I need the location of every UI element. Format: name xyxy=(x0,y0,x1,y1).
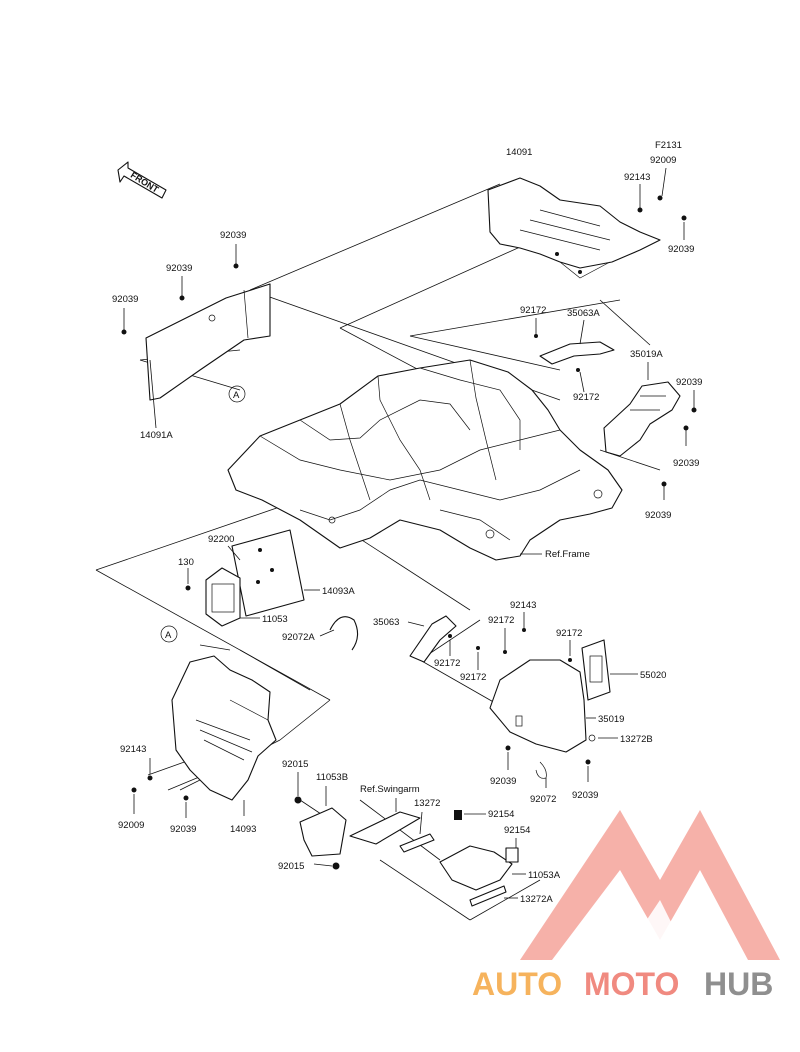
bracket-11053a xyxy=(439,845,519,891)
cover-14091a xyxy=(145,283,271,401)
label-92015-a: 92015 xyxy=(282,759,308,770)
label-130: 130 xyxy=(178,557,194,568)
bracket-11053b xyxy=(299,807,347,857)
label-92154-a: 92154 xyxy=(488,809,514,820)
front-arrow-icon: FRONT xyxy=(117,161,167,199)
band-92072a xyxy=(329,616,359,651)
label-11053b: 11053B xyxy=(316,772,348,783)
callout-a-lower: A xyxy=(160,625,178,643)
label-35063a: 35063A xyxy=(567,308,600,319)
callout-a-upper: A xyxy=(228,385,246,403)
part-labels: F2131 92009 92143 14091 92039 92039 9203… xyxy=(112,140,702,905)
label-92200: 92200 xyxy=(208,534,234,545)
bracket-35063 xyxy=(409,615,457,663)
label-92172-a: 92172 xyxy=(520,305,546,316)
label-92172-c: 92172 xyxy=(488,615,514,626)
label-35019: 35019 xyxy=(598,714,624,725)
label-92039-b1: 92039 xyxy=(490,776,516,787)
guard-35019 xyxy=(489,659,587,753)
bracket-11053 xyxy=(205,567,241,627)
label-92172-e: 92172 xyxy=(434,658,460,669)
swingarm-ref xyxy=(349,811,421,845)
label-92072: 92072 xyxy=(530,794,556,805)
label-92039-r2: 92039 xyxy=(676,377,702,388)
callout-a-upper-text: A xyxy=(233,390,240,401)
label-14091: 14091 xyxy=(506,147,532,158)
watermark-logo: AUTO MOTO HUB xyxy=(472,810,780,1002)
label-14093: 14093 xyxy=(230,824,256,835)
cover-14093 xyxy=(171,655,277,801)
label-92072a: 92072A xyxy=(282,632,315,643)
label-92039-l3: 92039 xyxy=(112,294,138,305)
label-55020: 55020 xyxy=(640,670,666,681)
label-92039-r4: 92039 xyxy=(645,510,671,521)
label-92039-b2: 92039 xyxy=(170,824,196,835)
leader-lines xyxy=(123,167,695,899)
label-13272b: 13272B xyxy=(620,734,653,745)
label-ref-frame: Ref.Frame xyxy=(545,549,590,560)
label-92039-b3: 92039 xyxy=(572,790,598,801)
label-35019a: 35019A xyxy=(630,349,663,360)
label-ref-swingarm: Ref.Swingarm xyxy=(360,784,420,795)
label-92143-m: 92143 xyxy=(510,600,536,611)
watermark-hub: HUB xyxy=(704,966,773,1002)
label-92015-b: 92015 xyxy=(278,861,304,872)
label-92143-l: 92143 xyxy=(120,744,146,755)
watermark-moto: MOTO xyxy=(584,966,679,1002)
label-f2131: F2131 xyxy=(655,140,682,151)
label-92039-l1: 92039 xyxy=(220,230,246,241)
label-11053a: 11053A xyxy=(528,870,561,881)
cover-14091 xyxy=(487,177,661,279)
bracket-55020 xyxy=(581,639,611,701)
label-92009-top: 92009 xyxy=(650,155,676,166)
bracket-35063a xyxy=(539,341,615,365)
label-92009-l: 92009 xyxy=(118,820,144,831)
main-frame xyxy=(227,359,623,561)
label-14091a: 14091A xyxy=(140,430,173,441)
watermark-auto: AUTO xyxy=(472,966,562,1002)
rod-13272 xyxy=(399,833,507,907)
label-92172-f: 92172 xyxy=(460,672,486,683)
bolt-92154 xyxy=(454,810,462,820)
callout-a-lower-text: A xyxy=(165,630,172,641)
label-92143-top: 92143 xyxy=(624,172,650,183)
label-92039-r1: 92039 xyxy=(668,244,694,255)
plate-14093a xyxy=(231,529,305,617)
label-92039-l2: 92039 xyxy=(166,263,192,274)
label-92039-r3: 92039 xyxy=(673,458,699,469)
label-92172-d: 92172 xyxy=(556,628,582,639)
guard-35019a xyxy=(603,381,681,457)
label-92172-b: 92172 xyxy=(573,392,599,403)
label-92154-b: 92154 xyxy=(504,825,530,836)
label-11053: 11053 xyxy=(262,614,288,625)
label-14093a: 14093A xyxy=(322,586,355,597)
label-13272a: 13272A xyxy=(520,894,553,905)
front-label: FRONT xyxy=(129,170,161,195)
label-13272: 13272 xyxy=(414,798,440,809)
fasteners xyxy=(121,195,697,870)
label-35063: 35063 xyxy=(373,617,399,628)
